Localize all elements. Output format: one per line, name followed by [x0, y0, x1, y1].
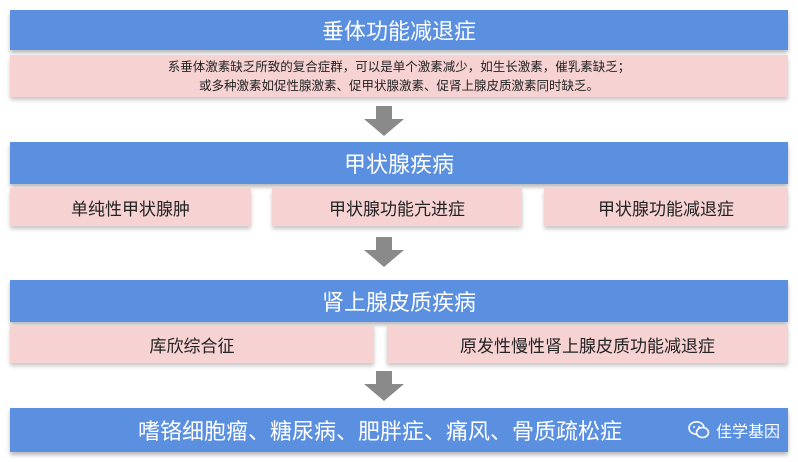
- section3-item-2-label: 原发性慢性肾上腺皮质功能减退症: [460, 336, 715, 357]
- section2-item-2-label: 甲状腺功能亢进症: [329, 199, 465, 220]
- section1-desc-line2: 或多种激素如促性腺激素、促甲状腺激素、促肾上腺皮质激素同时缺乏。: [198, 78, 599, 93]
- watermark: 佳学基因: [688, 418, 780, 442]
- section1-header: 垂体功能减退症: [10, 10, 788, 50]
- section2-item-2: 甲状腺功能亢进症: [272, 188, 522, 226]
- section3-item-2: 原发性慢性肾上腺皮质功能减退症: [387, 325, 788, 363]
- section1-title: 垂体功能减退症: [321, 20, 476, 45]
- section3-title: 肾上腺皮质疾病: [321, 291, 476, 316]
- section3-item-1-label: 库欣综合征: [149, 336, 235, 357]
- section2-header: 甲状腺疾病: [10, 142, 788, 184]
- section2-title: 甲状腺疾病: [343, 153, 454, 178]
- wechat-icon: [688, 421, 710, 439]
- down-arrow-icon: [364, 106, 404, 136]
- section4-header: 嗜铬细胞瘤、糖尿病、肥胖症、痛风、骨质疏松症: [10, 408, 788, 452]
- section3-item-1: 库欣综合征: [10, 325, 374, 363]
- section2-item-3: 甲状腺功能减退症: [544, 188, 788, 226]
- section3-header: 肾上腺皮质疾病: [10, 280, 788, 322]
- section2-item-3-label: 甲状腺功能减退症: [598, 199, 734, 220]
- section4-title: 嗜铬细胞瘤、糖尿病、肥胖症、痛风、骨质疏松症: [138, 420, 623, 445]
- section2-item-1-label: 单纯性甲状腺肿: [71, 199, 190, 220]
- down-arrow-icon: [364, 371, 404, 401]
- watermark-text: 佳学基因: [715, 422, 780, 441]
- section1-description: 系垂体激素缺乏所致的复合症群，可以是单个激素减少，如生长激素，催乳素缺乏； 或多…: [10, 55, 788, 97]
- section2-item-1: 单纯性甲状腺肿: [10, 188, 251, 226]
- section1-desc-line1: 系垂体激素缺乏所致的复合症群，可以是单个激素减少，如生长激素，催乳素缺乏；: [167, 59, 631, 74]
- down-arrow-icon: [364, 237, 404, 267]
